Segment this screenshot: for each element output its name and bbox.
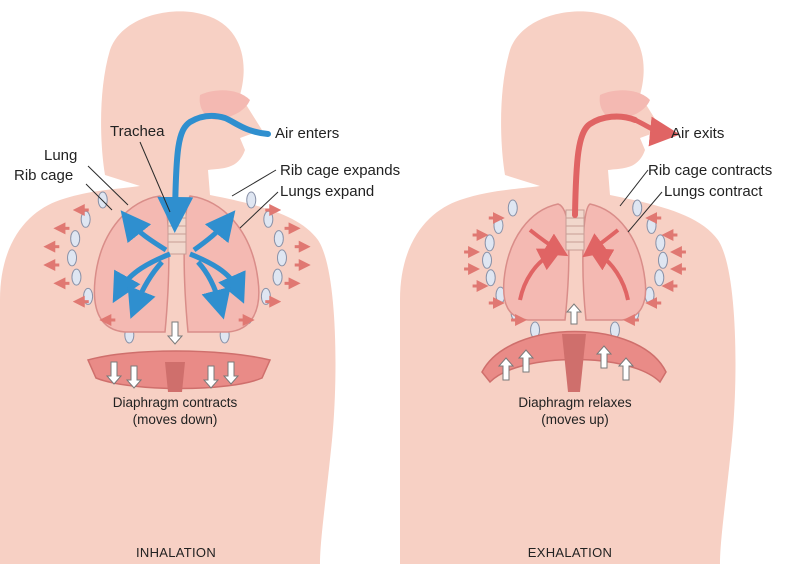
right-bronchi-arrows bbox=[189, 251, 246, 304]
pointer-lines bbox=[619, 169, 663, 233]
inhalation-figure: Trachea Lung Rib cage Air enters Rib cag… bbox=[0, 11, 400, 564]
rib-contract-arrows bbox=[464, 212, 686, 326]
label-rib-cage-contracts: Rib cage contracts bbox=[648, 162, 772, 179]
rib bbox=[97, 191, 108, 209]
rib bbox=[67, 249, 78, 267]
air-path-inhale bbox=[157, 112, 271, 233]
rib bbox=[482, 251, 493, 269]
rib bbox=[646, 216, 657, 234]
label-rib-cage: Rib cage bbox=[14, 167, 73, 184]
exhalation-title: EXHALATION bbox=[528, 545, 612, 560]
label-lung: Lung bbox=[44, 147, 77, 164]
rib bbox=[272, 268, 283, 286]
rib bbox=[655, 234, 666, 252]
diaphragm-center bbox=[165, 362, 185, 392]
left-bronchi-arrows bbox=[112, 251, 171, 304]
rib bbox=[70, 230, 81, 248]
rib bbox=[71, 268, 82, 286]
diaphragm-center bbox=[562, 334, 586, 392]
diaphragm-caption-line1: Diaphragm relaxes bbox=[518, 395, 632, 410]
diaphragm-caption-line2: (moves down) bbox=[133, 412, 218, 427]
rib bbox=[484, 234, 495, 252]
rib bbox=[485, 269, 496, 287]
exhalation-figure: Air exits Rib cage contracts Lungs contr… bbox=[400, 11, 772, 564]
rib-expand-arrows bbox=[43, 204, 311, 326]
throat-cavity bbox=[199, 90, 250, 120]
rib bbox=[507, 199, 518, 217]
diaphragm-caption-line2: (moves up) bbox=[541, 412, 609, 427]
throat-cavity bbox=[599, 90, 650, 120]
diaphragm-down-arrows bbox=[105, 321, 240, 389]
label-rib-cage-expands: Rib cage expands bbox=[280, 162, 400, 179]
rib bbox=[80, 210, 91, 228]
label-air-exits: Air exits bbox=[671, 125, 724, 142]
rib bbox=[632, 199, 643, 217]
rib bbox=[273, 230, 284, 248]
inhalation-title: INHALATION bbox=[136, 545, 216, 560]
rib bbox=[654, 269, 665, 287]
air-path-exhale bbox=[572, 113, 638, 218]
diaphragm-caption-line1: Diaphragm contracts bbox=[113, 395, 238, 410]
diaphragm-up-arrows bbox=[497, 303, 635, 381]
pointer-lines bbox=[85, 141, 279, 229]
rib bbox=[493, 216, 504, 234]
label-lungs-expand: Lungs expand bbox=[280, 183, 374, 200]
rib bbox=[263, 210, 274, 228]
rib bbox=[657, 251, 668, 269]
rib bbox=[246, 191, 257, 209]
rib bbox=[276, 249, 287, 267]
label-air-enters: Air enters bbox=[275, 125, 339, 142]
label-trachea: Trachea bbox=[110, 123, 165, 140]
label-lungs-contract: Lungs contract bbox=[664, 183, 763, 200]
